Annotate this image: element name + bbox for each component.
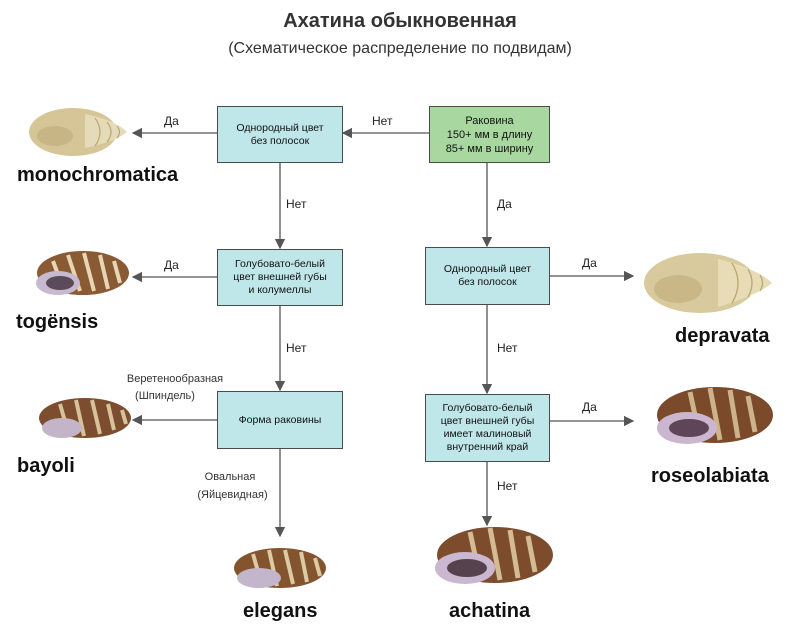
species-elegans: elegans — [243, 600, 318, 622]
label-oval-paren: (Яйцевидная) — [197, 489, 268, 501]
roseolabiata-shell-image — [657, 387, 773, 444]
root-shell-box: Раковина 150+ мм в длину 85+ мм в ширину — [429, 106, 550, 163]
bluish-lip-right-box: Голубовато-белый цвет внешней губы имеет… — [425, 394, 550, 462]
root-shell-text: Раковина 150+ мм в длину 85+ мм в ширину — [445, 114, 534, 155]
label-no-uniform-left: Нет — [286, 197, 307, 211]
label-oval: Овальная — [204, 471, 256, 483]
species-roseolabiata: roseolabiata — [651, 465, 769, 487]
uniform-color-right-text: Однородный цвет без полосок — [443, 263, 532, 288]
label-no-bluish-right: Нет — [497, 479, 518, 493]
bayoli-shell-image — [39, 398, 131, 438]
label-yes-root: Да — [497, 197, 512, 211]
uniform-color-right-box: Однородный цвет без полосок — [425, 247, 550, 305]
shell-shape-text: Форма раковины — [238, 413, 322, 426]
monochromatica-shell-image — [29, 108, 127, 156]
label-no-uniform-right: Нет — [497, 341, 518, 355]
label-spindle: Веретенообразная — [126, 373, 224, 385]
diagram-subtitle: (Схематическое распределение по подвидам… — [228, 40, 572, 57]
elegans-shell-image — [234, 548, 326, 588]
bluish-lip-right-text: Голубовато-белый цвет внешней губы имеет… — [440, 402, 535, 453]
species-monochromatica: monochromatica — [17, 164, 179, 186]
uniform-color-left-box: Однородный цвет без полосок — [217, 106, 343, 163]
species-bayoli: bayoli — [17, 455, 75, 477]
label-spindle-paren: (Шпиндель) — [135, 390, 195, 402]
species-depravata: depravata — [675, 325, 770, 347]
species-achatina: achatina — [449, 600, 531, 622]
label-no-root: Нет — [372, 114, 393, 128]
uniform-color-left-text: Однородный цвет без полосок — [236, 121, 324, 147]
species-togensis: togënsis — [16, 311, 99, 333]
shell-shape-box: Форма раковины — [217, 391, 343, 449]
diagram-title: Ахатина обыкновенная — [283, 10, 517, 32]
depravata-shell-image — [644, 253, 772, 313]
bluish-lip-left-text: Голубовато-белый цвет внешней губы и кол… — [233, 258, 327, 296]
label-no-bluish-left: Нет — [286, 341, 307, 355]
label-yes-depravata: Да — [582, 256, 597, 270]
label-yes-togensis: Да — [164, 258, 179, 272]
achatina-shell-image — [435, 527, 553, 584]
label-yes-monochromatica: Да — [164, 114, 179, 128]
bluish-lip-left-box: Голубовато-белый цвет внешней губы и кол… — [217, 249, 343, 306]
label-yes-roseolabiata: Да — [582, 400, 597, 414]
togensis-shell-image — [36, 251, 129, 295]
